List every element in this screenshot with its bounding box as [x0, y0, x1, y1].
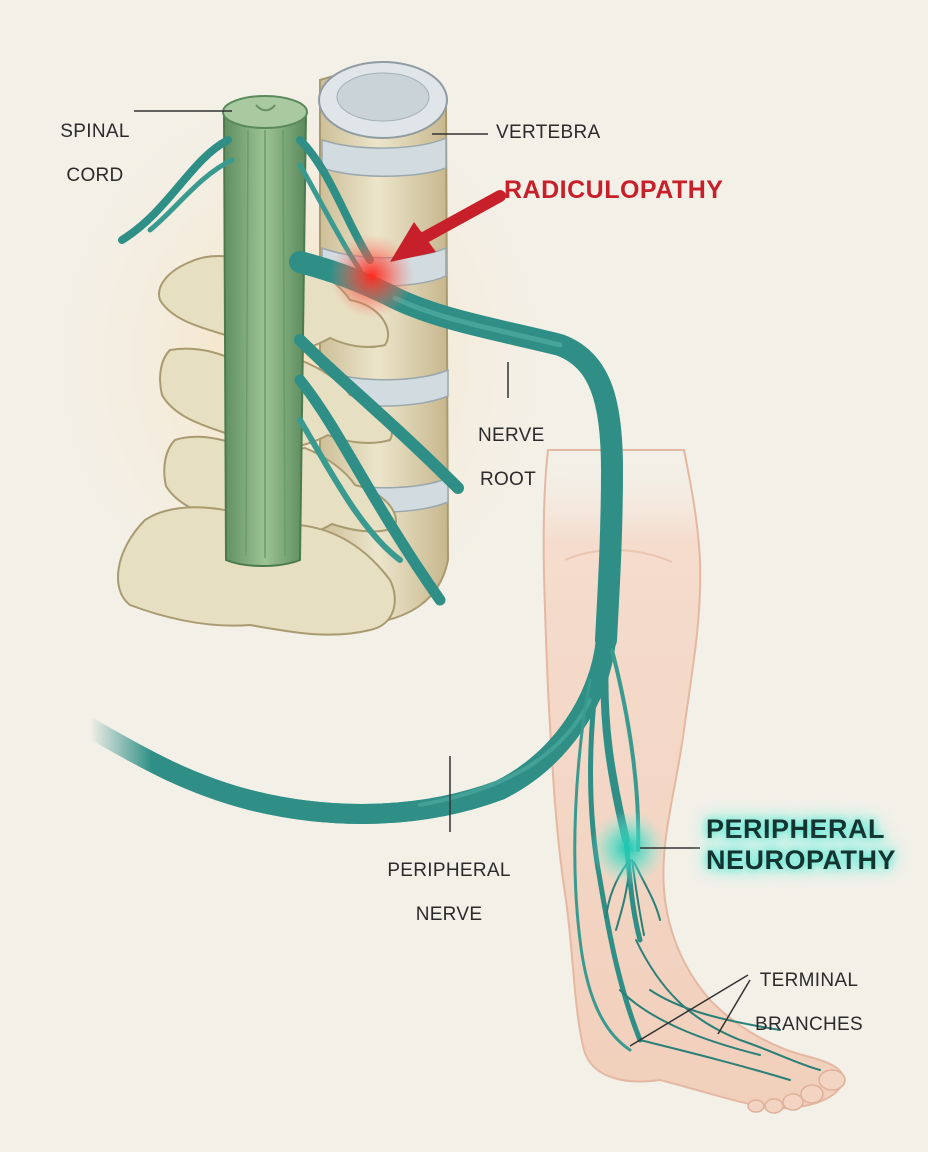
spinal-cord-label-line2: CORD: [66, 165, 124, 186]
terminal-branches-leader-2: [717, 979, 751, 1035]
lower-nerve-roots: [294, 334, 464, 494]
radiculopathy-arrow: [390, 190, 506, 262]
peripheral-neuropathy-label-line1: PERIPHERAL: [706, 814, 886, 844]
terminal-branches-label-line1: TERMINAL: [759, 970, 859, 991]
peripheral-neuropathy-label: PERIPHERAL NEUROPATHY: [706, 814, 896, 876]
spinal-cord-label-line1: SPINAL: [60, 121, 130, 142]
nerve-root-label-line2: ROOT: [479, 469, 537, 490]
nerve-root-label: NERVE ROOT: [478, 403, 545, 513]
vertebra-label: VERTEBRA: [496, 122, 601, 143]
peripheral-neuropathy-label-line2: NEUROPATHY: [706, 845, 897, 875]
terminal-branches-leader-1: [629, 974, 749, 1047]
peripheral-nerve-label-line1: PERIPHERAL: [387, 860, 511, 881]
terminal-branches: [605, 859, 821, 1081]
peripheral-nerve-label: PERIPHERAL NERVE: [387, 838, 511, 948]
radiculopathy-glow: [330, 234, 414, 318]
leader-lines: [134, 110, 751, 1047]
spinal-cord-label: SPINAL CORD: [60, 99, 130, 209]
upper-nerve-roots: [118, 136, 232, 244]
radiculopathy-label: RADICULOPATHY: [504, 176, 724, 204]
neuropathy-glow: [590, 810, 666, 886]
spine: [117, 61, 450, 636]
peripheral-nerve-label-line2: NERVE: [415, 904, 483, 925]
leg: [542, 449, 846, 1114]
terminal-branches-label: TERMINAL BRANCHES: [754, 948, 864, 1058]
nerve-root-label-line1: NERVE: [478, 425, 545, 446]
terminal-branches-label-line2: BRANCHES: [755, 1014, 863, 1035]
toes: [747, 1069, 846, 1114]
spinal-cord: [222, 95, 308, 567]
